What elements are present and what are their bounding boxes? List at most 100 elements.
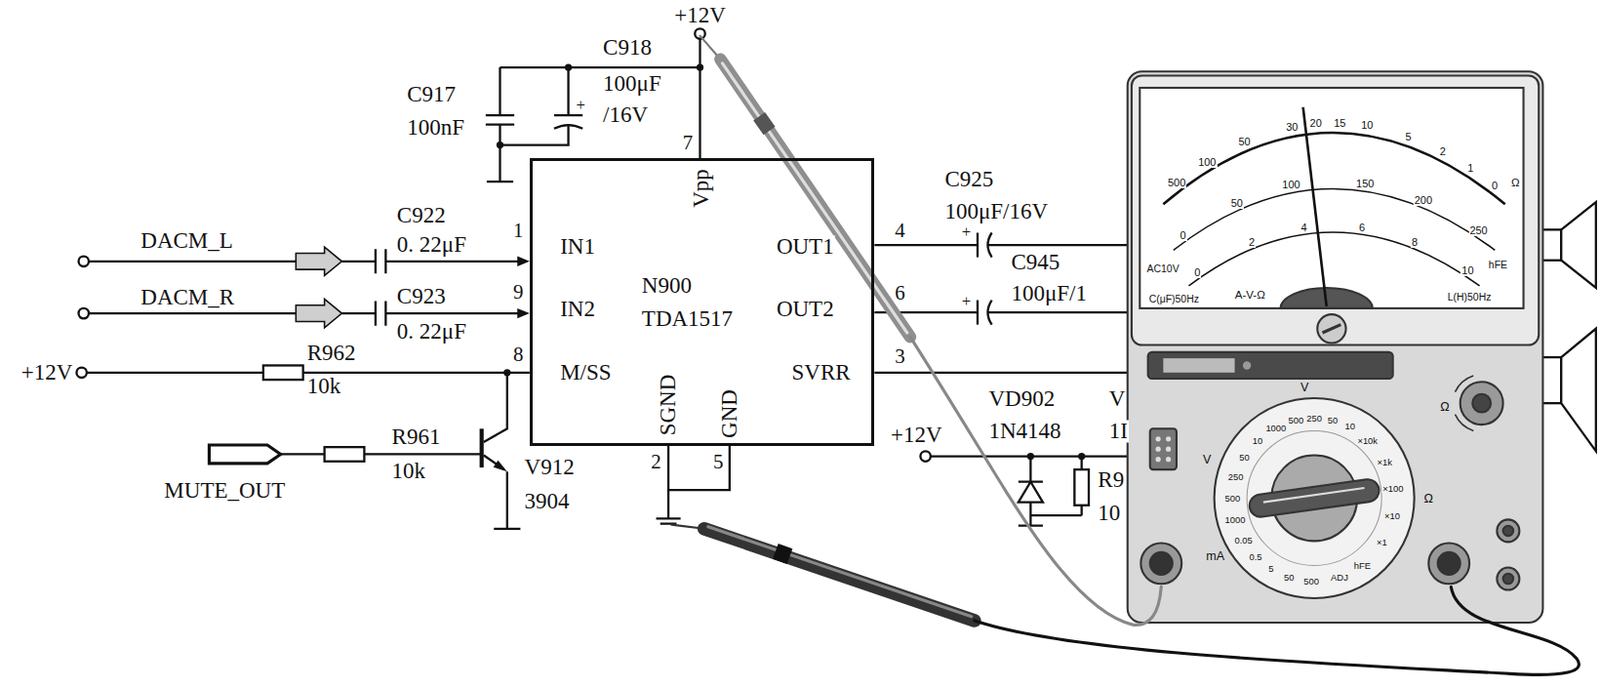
component-label: 100μF bbox=[601, 72, 663, 95]
signal-name: MUTE_OUT bbox=[162, 480, 286, 503]
scale-number: 0 bbox=[1490, 180, 1499, 192]
scale-number: 100 bbox=[1197, 157, 1217, 168]
multimeter bbox=[1127, 71, 1544, 623]
component-label: 1I bbox=[1108, 420, 1129, 443]
test-probe bbox=[759, 116, 769, 131]
scale-number: 200 bbox=[1413, 195, 1434, 206]
component-label: VD902 bbox=[987, 387, 1056, 410]
multimeter bbox=[1156, 456, 1161, 462]
scale-number: 10 bbox=[1460, 265, 1475, 277]
pin-number: 9 bbox=[512, 281, 524, 303]
input-wiring bbox=[79, 308, 89, 319]
output-wiring bbox=[874, 243, 1131, 246]
input-wiring bbox=[295, 298, 342, 327]
dial-range: 250 bbox=[1227, 472, 1245, 481]
ic-chip: IN1IN2M/SSVppN900TDA1517OUT1OUT2SVRRSGND… bbox=[529, 158, 876, 446]
pin-number: 3 bbox=[893, 346, 906, 367]
component-label: +12V bbox=[673, 3, 727, 27]
multimeter bbox=[1214, 398, 1415, 599]
test-probe bbox=[722, 63, 908, 333]
dial-range: 0.05 bbox=[1234, 535, 1254, 545]
input-wiring bbox=[375, 248, 386, 274]
multimeter bbox=[1428, 542, 1470, 584]
multimeter bbox=[1165, 456, 1171, 462]
multimeter bbox=[1438, 552, 1461, 575]
pin-number: 6 bbox=[893, 282, 906, 304]
pin-name: IN1 bbox=[559, 236, 597, 259]
component-label: C917 bbox=[405, 83, 457, 107]
dial-range: hFE bbox=[1353, 560, 1372, 570]
speaker-symbol bbox=[1535, 201, 1597, 451]
component-label: C945 bbox=[1009, 250, 1061, 274]
output-wiring bbox=[874, 232, 1131, 525]
pin-number: 2 bbox=[649, 450, 662, 472]
scale-number: 30 bbox=[1284, 121, 1299, 133]
output-wiring bbox=[920, 450, 930, 461]
multimeter bbox=[1317, 314, 1346, 343]
speaker-symbol bbox=[1560, 328, 1597, 452]
multimeter bbox=[1131, 75, 1539, 345]
component-label: C923 bbox=[396, 285, 447, 309]
multimeter bbox=[1165, 446, 1171, 452]
output-wiring bbox=[1018, 456, 1043, 482]
polarity-mark: + bbox=[960, 224, 972, 241]
output-wiring bbox=[1018, 456, 1082, 526]
pin-number: 8 bbox=[512, 343, 524, 364]
scale-name: C(μF)50Hz bbox=[1148, 294, 1200, 305]
scale-unit: Ω bbox=[1510, 177, 1521, 190]
dial-group: V bbox=[1201, 453, 1212, 467]
input-wiring bbox=[375, 301, 386, 326]
multimeter bbox=[1303, 107, 1327, 307]
pin-name: GND bbox=[718, 388, 741, 440]
test-probe bbox=[974, 586, 1580, 675]
dial-range: 0.5 bbox=[1247, 552, 1263, 561]
junction-dot bbox=[696, 63, 704, 71]
test-probe bbox=[720, 59, 911, 337]
multimeter bbox=[1156, 436, 1161, 441]
mute-circuit bbox=[324, 446, 365, 462]
dial-range: 500 bbox=[1302, 576, 1320, 586]
component-label: C922 bbox=[396, 203, 447, 227]
junction-dot bbox=[496, 141, 504, 149]
component-label: C925 bbox=[943, 168, 995, 192]
output-wiring bbox=[874, 311, 1131, 314]
component-label: 10 bbox=[1096, 502, 1121, 525]
multimeter bbox=[1247, 478, 1381, 519]
dial-range: 500 bbox=[1286, 415, 1305, 425]
supply-label: +12V bbox=[20, 360, 75, 384]
dial-range: ADJ bbox=[1329, 572, 1350, 582]
output-wiring bbox=[1074, 469, 1089, 506]
multimeter bbox=[1503, 573, 1514, 584]
scale-number: 100 bbox=[1280, 179, 1301, 191]
component-label: C918 bbox=[601, 37, 653, 60]
multimeter bbox=[1263, 487, 1365, 503]
component-label: 0. 22μF bbox=[396, 320, 468, 343]
dial-range: 250 bbox=[1305, 413, 1323, 423]
mute-circuit bbox=[493, 460, 508, 473]
input-wiring bbox=[79, 256, 89, 267]
component-label: V bbox=[1108, 387, 1127, 410]
junction-dot bbox=[496, 63, 1085, 460]
pin-name: M/SS bbox=[559, 360, 612, 384]
dial-range: ×1 bbox=[1375, 537, 1389, 547]
input-wiring bbox=[295, 246, 342, 276]
supply-wiring bbox=[485, 67, 515, 182]
knob-label: Ω bbox=[1439, 400, 1450, 414]
multimeter bbox=[1496, 519, 1520, 542]
dial-range: ×1k bbox=[1375, 457, 1393, 467]
multimeter bbox=[1247, 478, 1381, 519]
mute-circuit bbox=[483, 455, 521, 529]
mute-circuit bbox=[483, 372, 508, 442]
multimeter bbox=[1150, 552, 1173, 575]
dial-range: 10 bbox=[1251, 436, 1264, 445]
output-wiring bbox=[987, 232, 992, 257]
test-probe bbox=[910, 336, 1161, 625]
dial-group: Ω bbox=[1423, 492, 1435, 506]
polarity-mark: + bbox=[574, 97, 586, 115]
mute-circuit bbox=[208, 444, 280, 464]
component-label: 100nF bbox=[405, 116, 466, 139]
multimeter bbox=[1322, 324, 1342, 333]
speaker-symbol bbox=[1560, 201, 1597, 288]
